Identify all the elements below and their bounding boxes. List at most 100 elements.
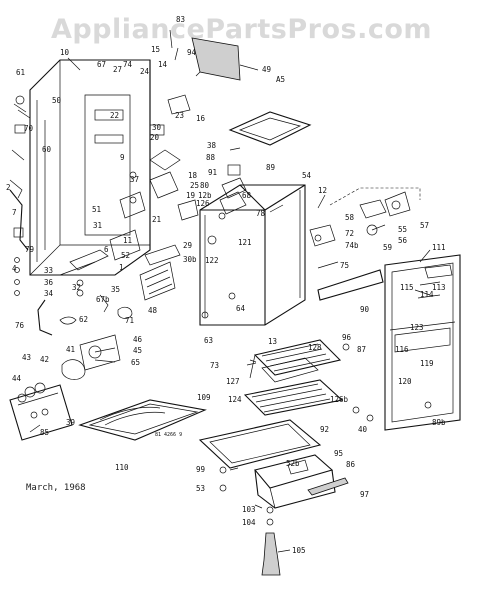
callout-30: 30 bbox=[152, 123, 162, 132]
date-label: March, 1968 bbox=[26, 483, 86, 493]
callout-73: 73 bbox=[210, 361, 219, 370]
callout-4: 4 bbox=[12, 264, 17, 273]
callout-67b: 67b bbox=[96, 295, 110, 304]
callout-67: 67 bbox=[97, 60, 106, 69]
callout-15: 15 bbox=[151, 45, 160, 54]
callout-70: 70 bbox=[24, 124, 34, 133]
watermark: AppliancePartsPros.com bbox=[50, 14, 433, 45]
callout-60: 60 bbox=[42, 145, 52, 154]
callout-105: 105 bbox=[292, 546, 306, 555]
callout-22: 22 bbox=[110, 111, 119, 120]
callout-127: 127 bbox=[226, 377, 240, 386]
callout-30b: 30b bbox=[183, 255, 197, 264]
callout-115: 115 bbox=[400, 283, 414, 292]
callout-12: 12 bbox=[318, 186, 327, 195]
callout-74: 74 bbox=[123, 60, 133, 69]
callout-20: 20 bbox=[150, 133, 160, 142]
callout-128: 128 bbox=[308, 343, 322, 352]
callout-19: 19 bbox=[186, 191, 195, 200]
callout-54: 54 bbox=[302, 171, 312, 180]
food-liner bbox=[199, 184, 306, 326]
callout-90: 90 bbox=[360, 305, 370, 314]
callout-46: 46 bbox=[133, 335, 143, 344]
callout-110: 110 bbox=[115, 463, 129, 472]
callout-50: 50 bbox=[52, 96, 62, 105]
callout-79: 79 bbox=[25, 245, 34, 254]
outer-cabinet bbox=[29, 59, 151, 276]
callout-43: 43 bbox=[22, 353, 31, 362]
leader-lines bbox=[29, 29, 431, 553]
callout-92: 92 bbox=[320, 425, 329, 434]
callout-40: 40 bbox=[358, 425, 368, 434]
callout-1: 1 bbox=[119, 263, 124, 272]
callout-111: 111 bbox=[432, 243, 446, 252]
callout-88: 88 bbox=[206, 153, 216, 162]
drain-pan bbox=[78, 399, 207, 441]
callout-42: 42 bbox=[40, 355, 49, 364]
callout-94: 94 bbox=[187, 48, 197, 57]
callout-38: 38 bbox=[207, 141, 217, 150]
callout-13: 13 bbox=[268, 337, 277, 346]
callout-122: 122 bbox=[205, 256, 219, 265]
callout-121: 121 bbox=[238, 238, 252, 247]
callout-29: 29 bbox=[183, 241, 192, 250]
control-parts bbox=[309, 187, 421, 301]
callout-39: 39 bbox=[66, 418, 75, 427]
callout-labels: 61 10 83 15 94 49 A5 67 27 74 14 24 50 2… bbox=[6, 15, 446, 555]
callout-9: 9 bbox=[120, 153, 125, 162]
callout-95: 95 bbox=[334, 449, 343, 458]
callout-124: 124 bbox=[228, 395, 242, 404]
callout-64: 64 bbox=[236, 304, 246, 313]
callout-6: 6 bbox=[104, 245, 109, 254]
callout-113: 113 bbox=[432, 283, 446, 292]
callout-65: 65 bbox=[131, 358, 140, 367]
callout-63: 63 bbox=[204, 336, 213, 345]
callout-114: 114 bbox=[420, 290, 434, 299]
callout-103: 103 bbox=[242, 505, 256, 514]
compressor-assembly bbox=[9, 334, 121, 441]
callout-116: 116 bbox=[395, 345, 409, 354]
callout-44: 44 bbox=[12, 374, 22, 383]
callout-a5: A5 bbox=[276, 75, 285, 84]
callout-120: 120 bbox=[398, 377, 412, 386]
callout-12b: 12b bbox=[198, 191, 212, 200]
callout-97: 97 bbox=[360, 490, 369, 499]
callout-99: 99 bbox=[196, 465, 205, 474]
callout-52b: 52b bbox=[286, 459, 300, 468]
callout-78: 78 bbox=[256, 209, 266, 218]
callout-104: 104 bbox=[242, 518, 256, 527]
callout-53: 53 bbox=[196, 484, 205, 493]
callout-31: 31 bbox=[93, 221, 102, 230]
callout-36: 36 bbox=[44, 278, 54, 287]
callout-72: 72 bbox=[345, 229, 354, 238]
callout-33: 33 bbox=[44, 266, 53, 275]
small-note: 81 4266 9 bbox=[155, 432, 182, 438]
callout-57: 57 bbox=[420, 221, 429, 230]
callout-59: 59 bbox=[383, 243, 392, 252]
callout-37: 37 bbox=[130, 175, 139, 184]
callout-56: 56 bbox=[398, 236, 408, 245]
callout-27: 27 bbox=[113, 65, 122, 74]
callout-45: 45 bbox=[133, 346, 142, 355]
base-rail-parts bbox=[59, 229, 181, 319]
callout-14: 14 bbox=[158, 60, 168, 69]
callout-48: 48 bbox=[148, 306, 158, 315]
callout-41: 41 bbox=[66, 345, 75, 354]
callout-85: 85 bbox=[40, 428, 49, 437]
callout-21: 21 bbox=[152, 215, 161, 224]
callout-96: 96 bbox=[342, 333, 352, 342]
callout-32: 32 bbox=[72, 283, 81, 292]
callout-109: 109 bbox=[197, 393, 211, 402]
freezer-shelves bbox=[191, 37, 312, 146]
callout-119: 119 bbox=[420, 359, 434, 368]
callout-91: 91 bbox=[208, 168, 217, 177]
callout-23: 23 bbox=[175, 111, 184, 120]
evaporator-parts bbox=[119, 94, 247, 221]
callout-83: 83 bbox=[176, 15, 185, 24]
callout-52: 52 bbox=[121, 251, 130, 260]
leveling-parts bbox=[219, 343, 374, 576]
callout-2: 2 bbox=[6, 183, 11, 192]
callout-61: 61 bbox=[16, 68, 25, 77]
